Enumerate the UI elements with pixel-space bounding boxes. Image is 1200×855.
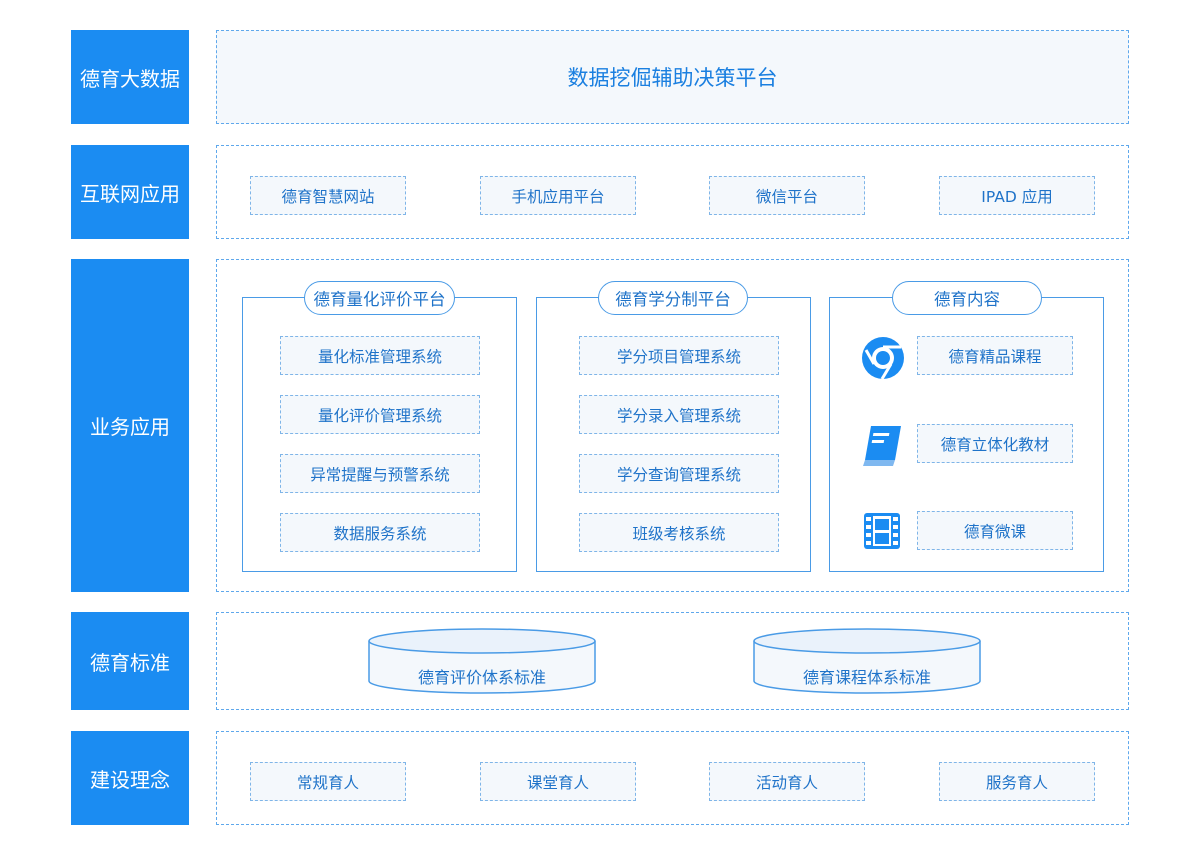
concept-item: 课堂育人	[480, 762, 636, 801]
layer-label-bigdata: 德育大数据	[71, 30, 189, 124]
content-item: 德育微课	[917, 511, 1073, 550]
standard-cylinder	[753, 628, 981, 694]
standard-label: 德育评价体系标准	[417, 668, 546, 687]
system-item: 量化标准管理系统	[280, 336, 480, 375]
system-item: 学分查询管理系统	[579, 454, 779, 493]
content-item: 德育精品课程	[917, 336, 1073, 375]
standards-panel	[216, 612, 1129, 710]
system-item: 学分项目管理系统	[579, 336, 779, 375]
standard-cylinder	[368, 628, 596, 694]
layer-label-business: 业务应用	[71, 259, 189, 592]
internet-app-item: 手机应用平台	[480, 176, 636, 215]
layer-label-standards: 德育标准	[71, 612, 189, 710]
system-item: 学分录入管理系统	[579, 395, 779, 434]
bigdata-panel: 数据挖倔辅助决策平台	[216, 30, 1129, 124]
layer-label-concepts: 建设理念	[71, 731, 189, 825]
concept-item: 活动育人	[709, 762, 865, 801]
internet-app-item: 德育智慧网站	[250, 176, 406, 215]
group-title: 德育内容	[892, 281, 1042, 315]
system-item: 量化评价管理系统	[280, 395, 480, 434]
content-item: 德育立体化教材	[917, 424, 1073, 463]
system-item: 班级考核系统	[579, 513, 779, 552]
film-icon	[862, 511, 906, 555]
system-item: 数据服务系统	[280, 513, 480, 552]
internet-app-item: IPAD 应用	[939, 176, 1095, 215]
internet-app-item: 微信平台	[709, 176, 865, 215]
standard-label: 德育课程体系标准	[802, 668, 931, 687]
book-icon	[861, 424, 905, 468]
system-item: 异常提醒与预警系统	[280, 454, 480, 493]
concept-item: 服务育人	[939, 762, 1095, 801]
bigdata-title: 数据挖倔辅助决策平台	[567, 66, 778, 90]
group-title: 德育学分制平台	[598, 281, 748, 315]
concept-item: 常规育人	[250, 762, 406, 801]
chrome-icon	[861, 336, 905, 380]
group-title: 德育量化评价平台	[304, 281, 455, 315]
layer-label-internet: 互联网应用	[71, 145, 189, 239]
